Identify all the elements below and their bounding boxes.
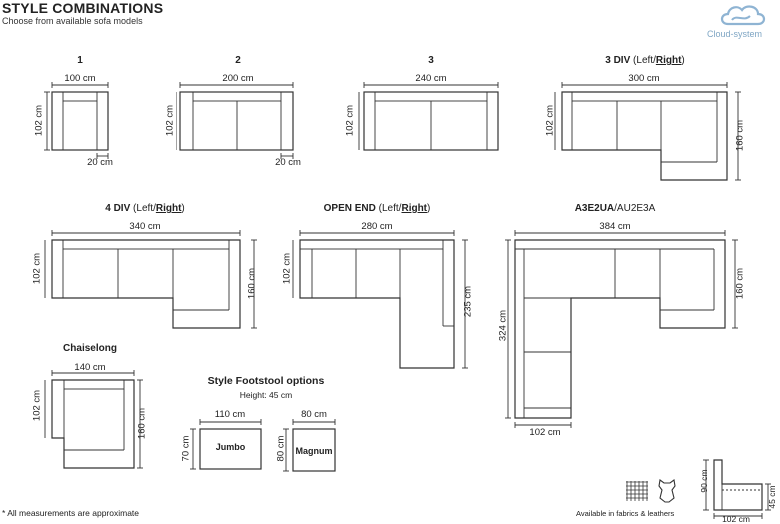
model-1-width: 100 cm	[64, 73, 96, 84]
model-3div-drawing	[554, 82, 741, 181]
page-title: STYLE COMBINATIONS	[2, 0, 164, 16]
model-2-drawing	[176, 82, 294, 159]
page-subtitle: Choose from available sofa models	[2, 16, 143, 26]
model-corner-drawing	[505, 230, 738, 428]
model-2-depth: 102 cm	[164, 104, 176, 137]
model-2-label: 2	[235, 55, 241, 66]
model-3div-width: 300 cm	[628, 73, 660, 84]
footstool-title: Style Footstool options	[207, 375, 325, 387]
model-1-drawing	[44, 82, 109, 159]
footstool-height: Height: 45 cm	[239, 390, 293, 400]
measurements-note: * All measurements are approximate	[2, 508, 140, 518]
footstool-magnum-label: Magnum	[295, 446, 333, 456]
model-2-arm: 20 cm	[275, 157, 301, 168]
model-1-arm: 20 cm	[87, 157, 113, 168]
model-1-label: 1	[77, 55, 83, 66]
model-openend-width: 280 cm	[361, 221, 393, 232]
model-4div-width: 340 cm	[129, 221, 161, 232]
footstool-jumbo-label: Jumbo	[215, 442, 246, 452]
fabrics-leathers-text: Available in fabrics & leathers	[576, 509, 675, 518]
model-3div-label: 3 DIV (Left/Right)	[605, 55, 685, 66]
model-4div-drawing	[44, 230, 257, 329]
model-1-depth: 102 cm	[33, 104, 45, 137]
model-3-width: 240 cm	[415, 73, 447, 84]
model-chaiselong-width: 140 cm	[74, 362, 106, 373]
footstool-drawing	[190, 419, 336, 472]
model-chaiselong-label: Chaiselong	[63, 343, 117, 354]
model-3-label: 3	[428, 55, 434, 66]
footstool-magnum-width: 80 cm	[301, 409, 327, 420]
side-profile-drawing	[703, 459, 771, 519]
cloud-logo-icon	[720, 5, 766, 26]
model-openend-label: OPEN END (Left/Right)	[323, 203, 431, 214]
model-openend-drawing	[292, 230, 468, 369]
model-chaiselong-drawing	[44, 370, 143, 469]
model-corner-width: 384 cm	[599, 221, 631, 232]
footstool-jumbo-width: 110 cm	[214, 409, 246, 420]
fabric-icon	[626, 481, 648, 501]
model-4div-label: 4 DIV (Left/Right)	[105, 203, 185, 214]
model-3-depth: 102 cm	[344, 104, 356, 137]
leather-icon	[658, 479, 676, 503]
model-corner-bottom: 102 cm	[529, 427, 561, 438]
model-3-drawing	[358, 82, 499, 151]
logo-text: Cloud-system	[707, 29, 763, 39]
model-2-width: 200 cm	[222, 73, 254, 84]
model-corner-label: A3E2UA/AU2E3A	[574, 203, 656, 214]
side-depth: 102 cm	[722, 514, 750, 524]
